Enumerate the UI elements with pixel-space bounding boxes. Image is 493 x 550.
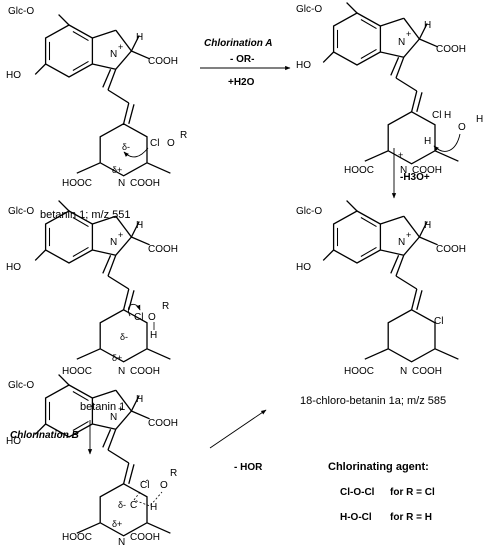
nh-atom: N (118, 178, 125, 189)
n-atom: N (110, 412, 117, 423)
agent-title: Chlorinating agent: (328, 461, 429, 473)
chlorination-b-label: Chlorination B (10, 430, 79, 441)
n-atom: N (110, 237, 117, 248)
delta-minus: δ- (118, 500, 126, 510)
hooc-label: HOOC (62, 178, 92, 189)
delta-plus: δ+ (112, 519, 122, 529)
chlorination-a-label: Chlorination A (204, 38, 273, 49)
glc-o-label: Glc-O (8, 206, 34, 217)
delta-plus: δ+ (112, 353, 122, 363)
chlorinating-agent-legend: Chlorinating agent: Cl-O-Cl for R = Cl H… (328, 461, 435, 523)
cooh-label: COOH (130, 178, 160, 189)
hooc-label: HOOC (62, 532, 92, 543)
ho-label: HO (296, 262, 311, 273)
betanin-structure-1: Glc-O HO N + H COOH HOOC N COOH δ+ δ- Cl… (6, 6, 187, 221)
n-atom: N (398, 37, 405, 48)
product-label: 18-chloro-betanin 1a; m/z 585 (300, 395, 446, 407)
cooh-label: COOH (130, 366, 160, 377)
plus-h2o-label: +H2O (228, 77, 255, 88)
hooc-label: HOOC (344, 366, 374, 377)
cl-atom: Cl (150, 138, 159, 149)
plus-charge: + (406, 230, 411, 240)
hor-elimination-step: - HOR (209, 409, 267, 473)
glc-o-label: Glc-O (8, 380, 34, 391)
ho-label: HO (6, 70, 21, 81)
r-group: R (180, 130, 187, 141)
hooc-label: HOOC (344, 165, 374, 176)
o-atom: O (160, 480, 168, 491)
agent-formula-1: Cl-O-Cl (340, 487, 375, 498)
h-atom: H (136, 220, 143, 231)
h-atom: H (424, 136, 431, 147)
glc-o-label: Glc-O (296, 206, 322, 217)
betanin-label-2: betanin 1 (80, 401, 125, 413)
ho-label: HO (6, 436, 21, 447)
minus-h3o-label: -H3O+ (400, 172, 430, 183)
delta-minus: δ- (122, 142, 130, 152)
cl-atom: Cl (140, 480, 149, 491)
delta-minus: δ- (120, 332, 128, 342)
n-atom: N (110, 49, 117, 60)
transition-state-structure: Glc-O HO N + H COOH HOOC N COOH δ+ δ- Cl… (6, 373, 178, 548)
ho-label: HO (296, 60, 311, 71)
cl-atom: Cl (434, 316, 443, 327)
betanin-structure-2: Glc-O HO N + H COOH HOOC N COOH δ+ δ- Cl… (6, 199, 178, 413)
glc-o-label: Glc-O (8, 6, 34, 17)
cooh-label: COOH (148, 418, 178, 429)
water-h1: H (444, 110, 451, 121)
minus-or-label: - OR- (230, 54, 254, 65)
delta-plus: δ+ (112, 165, 122, 175)
chlorination-b-step: Chlorination B (10, 420, 93, 455)
betanin-label-1: betanin 1; m/z 551 (40, 209, 131, 221)
h-atom: H (424, 20, 431, 31)
plus-charge: + (398, 150, 403, 160)
r-group: R (170, 468, 177, 479)
agent-condition-2: for R = H (390, 512, 432, 523)
cooh-label: COOH (412, 165, 442, 176)
cl-atom: Cl (134, 312, 143, 323)
cooh-label: COOH (148, 244, 178, 255)
c-atom: C (130, 500, 137, 511)
agent-formula-2: H-O-Cl (340, 512, 372, 523)
n-atom: N (398, 237, 405, 248)
plus-charge: + (118, 230, 123, 240)
cooh-label: COOH (130, 532, 160, 543)
nh-atom: N (118, 537, 125, 548)
minus-hor-label: - HOR (234, 462, 263, 473)
o-atom: O (148, 312, 156, 323)
h-atom: H (136, 32, 143, 43)
cooh-label: COOH (436, 244, 466, 255)
cooh-label: COOH (412, 366, 442, 377)
cl-atom: Cl (432, 110, 441, 121)
cooh-label: COOH (148, 56, 178, 67)
plus-charge: + (118, 42, 123, 52)
o-atom: O (167, 138, 175, 149)
hooc-label: HOOC (62, 366, 92, 377)
ho-label: HO (6, 262, 21, 273)
nh-atom: N (400, 366, 407, 377)
intermediate-structure: Glc-O HO N + H COOH HOOC N COOH Cl H + H… (296, 1, 483, 176)
r-group: R (162, 301, 169, 312)
nh-atom: N (400, 165, 407, 176)
water-h2: H (476, 114, 483, 125)
chlorination-a-step: Chlorination A - OR- +H2O (200, 38, 291, 88)
deprotonation-step: -H3O+ (391, 148, 430, 199)
agent-condition-1: for R = Cl (390, 487, 435, 498)
nh-atom: N (118, 366, 125, 377)
glc-o-label: Glc-O (296, 4, 322, 15)
h-atom: H (424, 220, 431, 231)
product-structure: Glc-O HO N + H COOH HOOC N COOH Cl 18-ch… (296, 199, 466, 407)
h-atom: H (150, 502, 157, 513)
h-atom: H (136, 394, 143, 405)
cooh-label: COOH (436, 44, 466, 55)
plus-charge: + (118, 404, 123, 414)
h-atom: H (150, 330, 157, 341)
water-o: O (458, 122, 466, 133)
plus-charge: + (406, 29, 411, 39)
